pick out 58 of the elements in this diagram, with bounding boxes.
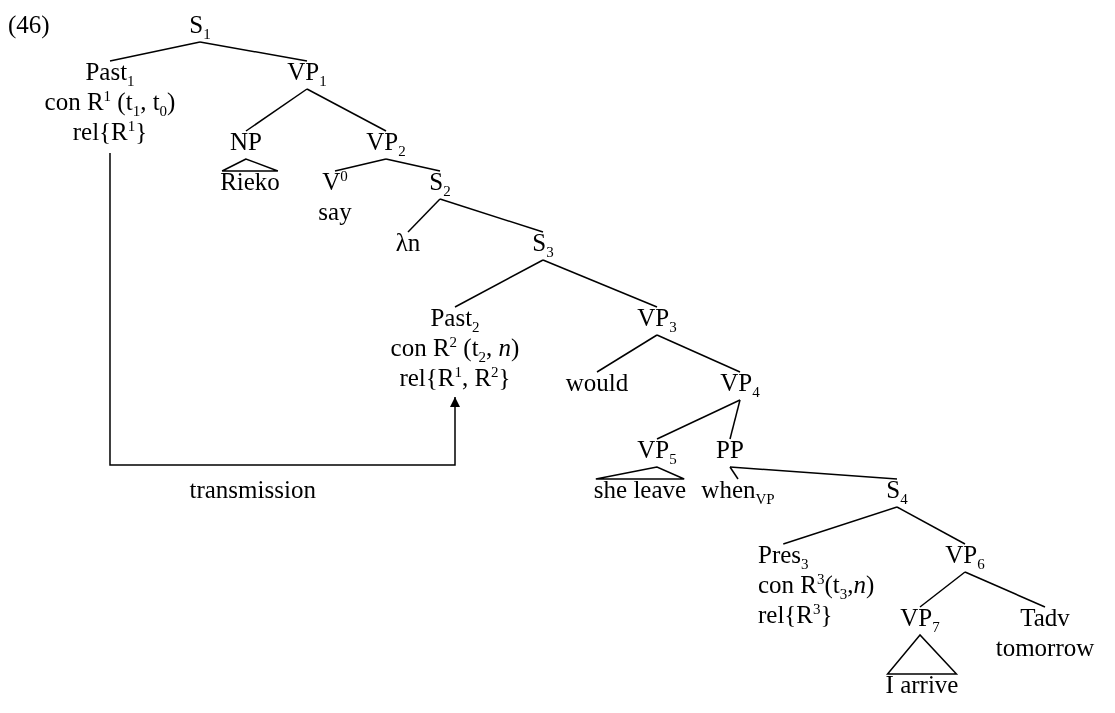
node-label: λn <box>395 228 421 258</box>
abbreviation-triangle <box>885 633 959 675</box>
node-annotation: con R$^{1}$ (t$_{1}$, t$_{0}$) <box>44 87 176 117</box>
branch-line <box>109 41 201 62</box>
example-number: (46) <box>8 10 50 40</box>
node-label: I arrive <box>885 670 959 700</box>
node-label: VP$_{6}$ <box>945 540 985 570</box>
node-label: VP$_{2}$ <box>366 127 406 157</box>
node-label: when$_{VP}$ <box>701 475 775 505</box>
node-annotation: con R$^{3}$(t$_{3}$,n) <box>758 570 875 600</box>
node-label: Rieko <box>220 167 280 197</box>
node-label: Tadv <box>1020 603 1070 633</box>
branch-line <box>596 334 658 373</box>
node-label: Past$_{1}$ <box>85 57 135 87</box>
branch-line <box>782 506 898 545</box>
branch-line <box>306 88 387 132</box>
arrow <box>109 152 460 466</box>
node-label: she leave <box>593 475 687 505</box>
node-label: VP$_{3}$ <box>637 303 677 333</box>
node-label: NP <box>230 127 262 157</box>
node-label: S$_{2}$ <box>429 167 451 197</box>
node-label: VP$_{7}$ <box>900 603 940 633</box>
node-label: VP$_{1}$ <box>287 57 327 87</box>
branch-line <box>245 88 308 132</box>
branch-line <box>896 506 966 545</box>
node-annotation: rel{R$^{1}$} <box>72 117 148 147</box>
node-label: S$_{4}$ <box>886 475 908 505</box>
node-annotation: say <box>318 197 352 227</box>
node-label: would <box>565 368 629 398</box>
branch-line <box>656 399 741 440</box>
node-annotation: rel{R$^{3}$} <box>758 600 833 630</box>
node-label: VP$_{4}$ <box>720 368 760 398</box>
node-annotation: rel{R$^{1}$, R$^{2}$} <box>399 363 511 393</box>
abbreviation-triangle <box>595 466 685 480</box>
node-annotation: tomorrow <box>995 633 1095 663</box>
branch-line <box>542 259 658 308</box>
abbreviation-triangle <box>221 158 279 172</box>
node-annotation: con R$^{2}$ (t$_{2}$, n) <box>390 333 520 363</box>
branch-line <box>919 571 966 608</box>
branch-line <box>729 399 741 440</box>
branch-line <box>656 334 741 373</box>
node-label: S$_{1}$ <box>189 10 211 40</box>
branch-line <box>729 466 898 480</box>
node-label: Past$_{2}$ <box>430 303 480 333</box>
branch-line <box>407 198 441 233</box>
node-label: Pres$_{3}$ <box>758 540 809 570</box>
node-label: S$_{3}$ <box>532 228 554 258</box>
branch-line <box>964 571 1046 608</box>
node-label: VP$_{5}$ <box>637 435 677 465</box>
branch-line <box>199 41 308 62</box>
edge-label: transmission <box>189 475 316 505</box>
node-label: PP <box>716 435 744 465</box>
branch-line <box>454 259 544 308</box>
branch-line <box>439 198 544 233</box>
branch-line <box>729 466 739 480</box>
branch-line <box>334 158 387 172</box>
branch-line <box>385 158 441 172</box>
node-label: V$^{0}$ <box>322 167 348 197</box>
